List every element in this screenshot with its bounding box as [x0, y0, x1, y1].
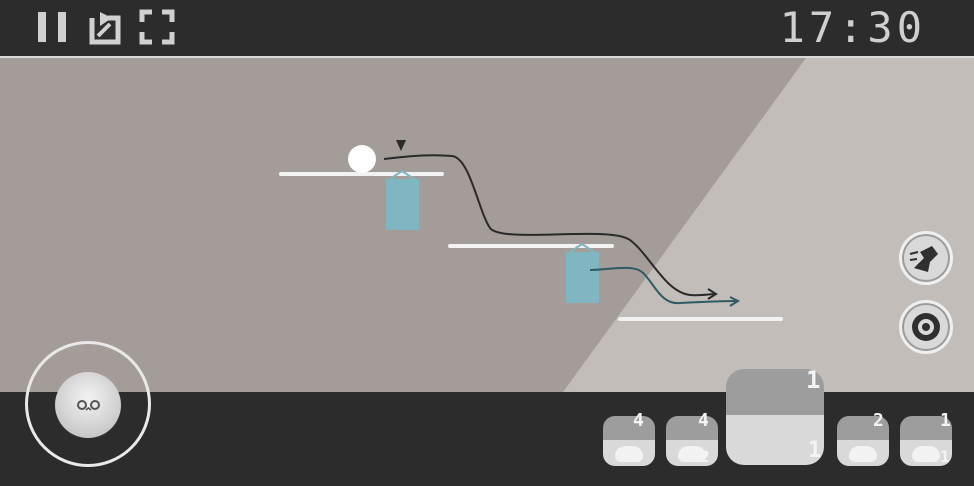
fullscreen-button[interactable] — [138, 8, 176, 46]
character-card-selected[interactable] — [726, 369, 824, 465]
platform-3 — [618, 317, 783, 321]
banner-2 — [566, 252, 599, 303]
character-face-icon — [849, 446, 877, 462]
path-dark-arrowhead — [707, 288, 718, 300]
character-face-icon — [678, 446, 706, 462]
character-card-5[interactable] — [900, 416, 952, 466]
platform-2 — [448, 244, 614, 248]
character-card-1[interactable] — [603, 416, 655, 466]
swirl-icon — [912, 313, 940, 341]
joystick-knob[interactable] — [55, 372, 121, 438]
stage-top-border — [0, 56, 974, 58]
path-teal-arrowhead — [729, 296, 741, 307]
restart-icon — [89, 12, 121, 45]
character-count: 1 — [806, 366, 821, 394]
timer-display: 17:30 — [779, 3, 926, 52]
character-count: 4 — [698, 410, 709, 431]
character-count: 4 — [633, 410, 644, 431]
character-card-4[interactable] — [837, 416, 889, 466]
player-ball[interactable] — [348, 145, 376, 173]
character-subcount: 1 — [940, 447, 950, 466]
game-stage — [0, 58, 974, 392]
fullscreen-icon — [139, 9, 175, 45]
dash-icon — [909, 246, 938, 272]
character-card-2[interactable] — [666, 416, 718, 466]
character-count: 2 — [873, 410, 884, 431]
face-icon — [77, 400, 100, 411]
character-subcount: 1 — [808, 438, 822, 463]
platform-1 — [279, 172, 444, 176]
character-count: 1 — [940, 410, 951, 431]
path-teal — [589, 266, 739, 305]
character-face-icon — [615, 446, 643, 462]
pause-button[interactable] — [34, 8, 72, 46]
banner-1 — [386, 179, 419, 230]
character-subcount: 2 — [700, 447, 710, 466]
restart-button[interactable] — [86, 8, 124, 46]
ability-dash-button[interactable] — [899, 231, 953, 285]
light-triangle — [563, 58, 974, 392]
pointer-marker-icon — [396, 140, 406, 151]
ability-swirl-button[interactable] — [899, 300, 953, 354]
joystick-ring[interactable] — [25, 341, 151, 467]
character-face-icon — [912, 446, 940, 462]
pause-icon — [38, 12, 66, 42]
path-dark — [383, 154, 717, 297]
